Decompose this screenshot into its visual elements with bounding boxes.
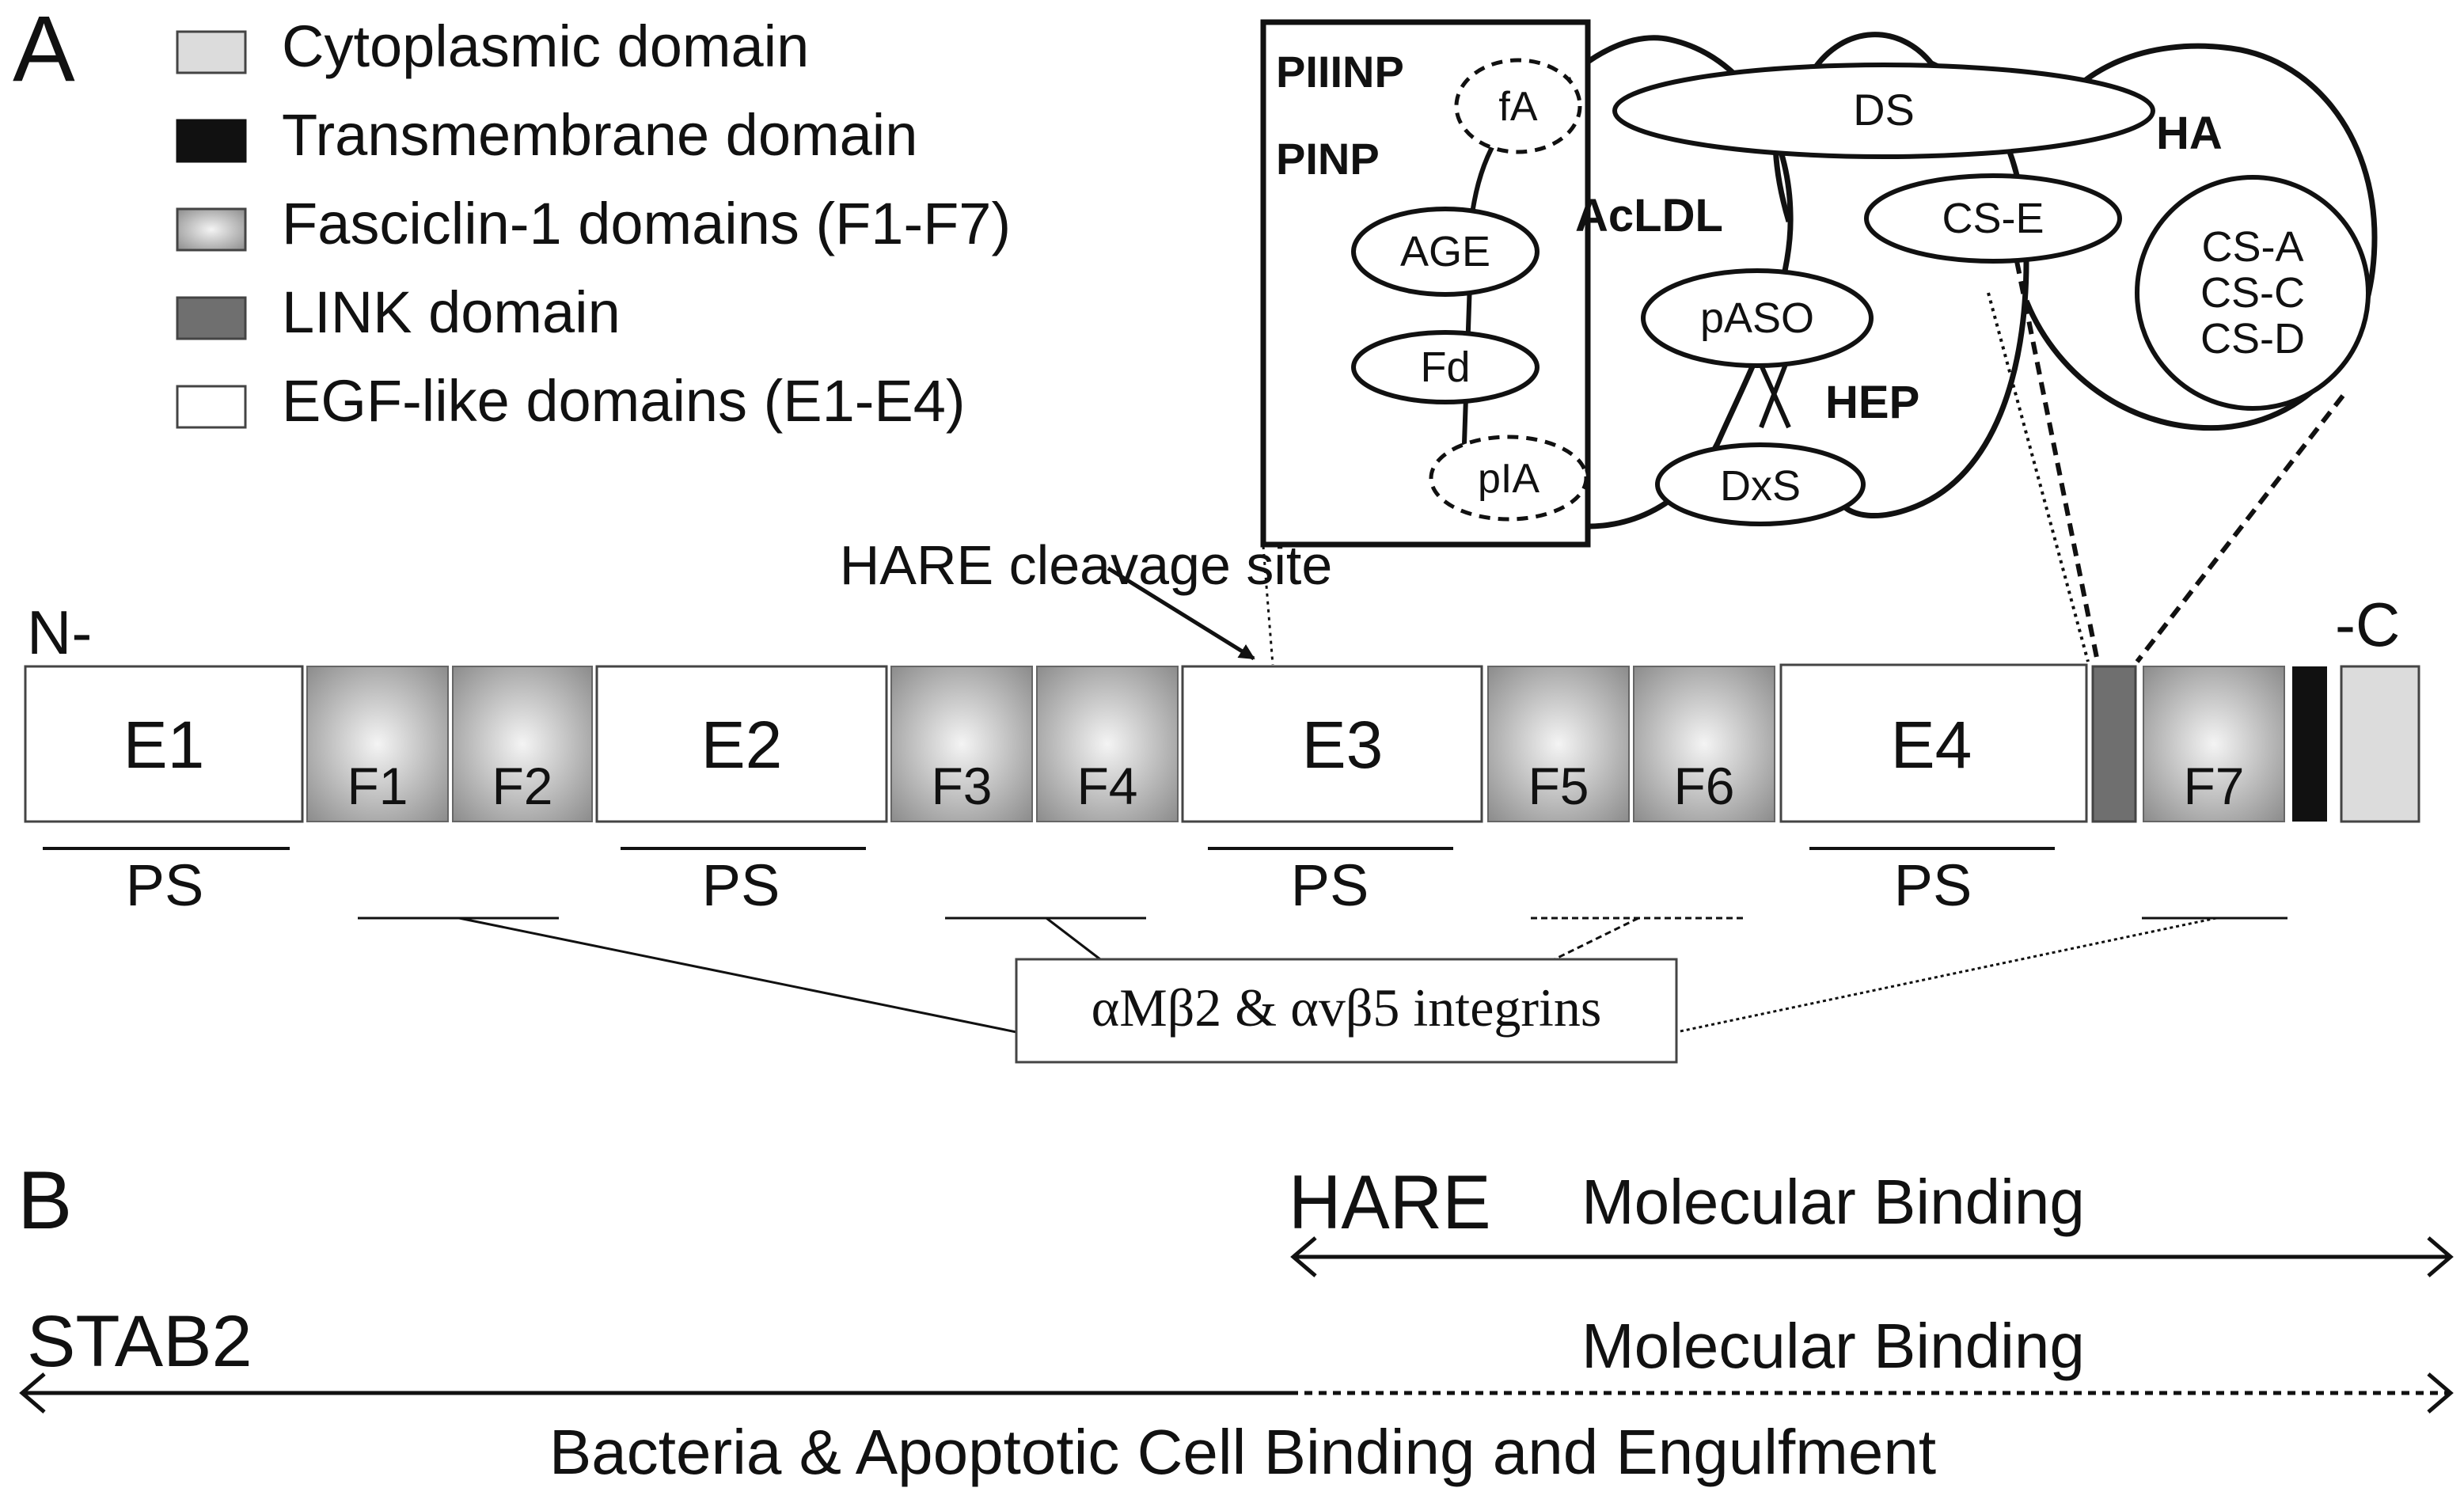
label-hep: HEP [1825,377,1919,428]
ellipse-dxs [1655,442,1866,526]
stab2-arrow-right-head [2427,1372,2454,1414]
ellipse-fa [1454,58,1582,154]
ellipse-age [1351,207,1540,297]
ha-ligand-cs-a: CS-A [2201,223,2303,271]
domain-f6-label: F6 [1673,757,1734,815]
domain-f7 [2143,666,2285,822]
cleavage-site-arrow [1107,566,1255,661]
ps-label-e3: PS [1291,852,1369,918]
domain-f2 [452,666,593,822]
connector-link-dotted [1987,292,2090,662]
legend-label-egf: EGF-like domains (E1-E4) [282,368,966,434]
legend-swatch-egf [176,385,247,429]
legend-label-fasciclin: Fasciclin-1 domains (F1-F7) [282,191,1011,256]
legend-swatch-fasciclin [176,207,247,252]
integrin-connector-f3f4 [1046,917,1101,961]
inset-connectors [1262,260,2345,666]
domain-e2 [595,665,888,823]
ps-label-e1: PS [126,852,204,918]
n-terminus-label: N- [27,598,92,667]
ha-circle [2023,43,2378,431]
domain-e4-label: E4 [1891,708,1972,782]
domain-transmembrane [2292,666,2327,822]
domain-e1 [24,665,304,823]
connector-link-dashed-2 [2135,394,2345,663]
label-piiinp: PIIINP [1276,47,1404,97]
ellipse-age-label: AGE [1400,228,1490,275]
domain-f1 [306,666,449,822]
panel-label-b: B [17,1155,72,1247]
ellipse-paso-label: pASO [1700,294,1814,342]
c-terminus-label: -C [2335,590,2400,659]
hare-arrow-right-head [2427,1236,2454,1277]
legend-swatch-transmembrane [176,119,247,163]
integrin-connector-f1f2 [458,917,1017,1034]
legend-swatch-cytoplasmic [176,30,247,74]
domain-f2-label: F2 [492,757,552,815]
ha-ligand-cs-c: CS-C [2200,269,2305,317]
ellipse-pia [1429,435,1589,522]
domain-f3 [890,666,1033,822]
label-acldl: AcLDL [1575,190,1723,241]
stab2-arrow-left-head [19,1372,46,1414]
domain-f4 [1036,666,1179,822]
ellipse-ds [1612,63,2155,159]
legend-label-transmembrane: Transmembrane domain [282,102,917,168]
bacteria-engulfment-label: Bacteria & Apoptotic Cell Binding and En… [549,1417,1936,1487]
ligand-map-inset: DS fA AGE Fd pIA pASO DxS CS-E CS-A CS-C… [1260,19,2378,548]
legend: Cytoplasmic domain Transmembrane domain … [176,13,1011,434]
ellipse-paso [1641,268,1874,368]
domain-e1-label: E1 [123,708,205,782]
ellipse-ds-label: DS [1853,85,1915,135]
ha-inner-circle [2135,175,2371,411]
dxs-stem [1755,355,1791,429]
ellipse-fd [1351,330,1540,404]
ps-label-e2: PS [702,852,780,918]
integrin-box [1015,958,1678,1064]
ps-label-e4: PS [1894,852,1972,918]
domain-f5 [1487,666,1630,822]
domain-f3-label: F3 [931,757,992,815]
ellipse-pia-label: pIA [1478,456,1540,502]
ellipse-dxs-label: DxS [1720,462,1801,510]
ha-ligand-cs-d: CS-D [2200,315,2305,362]
domain-f5-label: F5 [1528,757,1589,815]
protein-domain-bar: N- -C E1 F1 F2 E2 F3 F4 E3 F5 F6 E4 [24,534,2420,1064]
cleavage-site-label: HARE cleavage site [840,534,1333,596]
domain-e3-label: E3 [1302,708,1384,782]
stab2-label: STAB2 [27,1301,252,1382]
connector-link-dashed-1 [2014,260,2100,662]
domain-e4 [1779,663,2088,823]
domain-link [2091,665,2137,823]
legend-label-cytoplasmic: Cytoplasmic domain [282,13,809,79]
domain-f7-label: F7 [2183,757,2244,815]
domain-f4-label: F4 [1076,757,1137,815]
ellipse-cs-e [1864,173,2122,264]
domain-f1-label: F1 [347,757,408,815]
molecular-binding-label-2: Molecular Binding [1581,1311,2085,1381]
domain-e3 [1181,665,1483,823]
integrin-connector-f7 [1676,917,2217,1034]
integrin-label: αMβ2 & αvβ5 integrins [1092,977,1602,1038]
ellipse-fd-label: Fd [1420,343,1470,391]
hare-arrow-left-head [1290,1236,1317,1277]
domain-cytoplasmic [2340,665,2420,823]
ellipse-fa-label: fA [1498,84,1537,130]
molecular-binding-label-1: Molecular Binding [1581,1167,2085,1237]
legend-swatch-link [176,296,247,340]
integrin-connector-f5f6 [1554,917,1639,961]
panel-b: B HARE Molecular Binding STAB2 Molecular… [17,1155,2454,1487]
ellipse-cs-e-label: CS-E [1942,195,2044,242]
legend-label-link: LINK domain [282,279,621,345]
domain-e2-label: E2 [701,708,783,782]
domain-f6 [1633,666,1775,822]
label-pinp: PINP [1276,134,1380,184]
hare-label: HARE [1289,1160,1491,1245]
panel-label-a: A [13,0,75,101]
label-ha: HA [2156,108,2223,159]
